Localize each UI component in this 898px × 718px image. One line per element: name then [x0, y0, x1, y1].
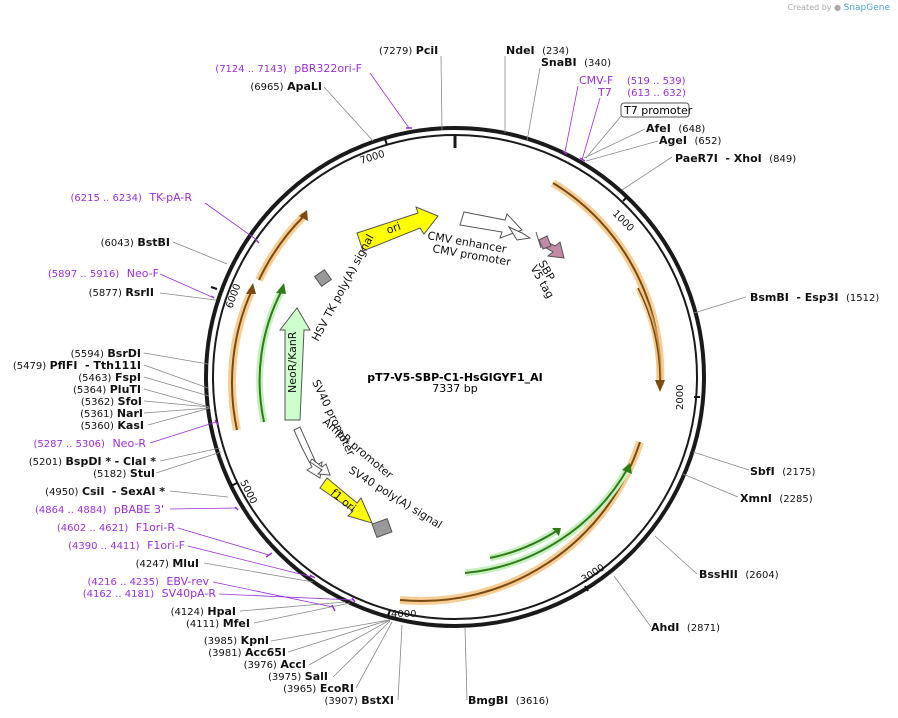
- enzyme-leaders: [143, 55, 750, 701]
- green-orf-3-halo: [256, 288, 286, 423]
- cmv-enhancer-arrow: [459, 211, 523, 239]
- v5-tag-arrow: [538, 235, 552, 250]
- enzyme-snabi: SnaBI (340): [541, 56, 611, 69]
- enzyme-sali: (3975) SalI: [268, 670, 328, 683]
- enzyme-bmgbi: BmgBI (3616): [468, 694, 549, 707]
- t7-promoter-leader: [585, 114, 623, 159]
- created-by-snapgene: Created by ● SnapGene: [787, 3, 891, 13]
- enzyme-nari: (5361) NarI: [80, 407, 143, 420]
- t7-promoter-label: T7 promoter: [623, 104, 693, 117]
- backbone-inner: [212, 134, 698, 620]
- ori-arrow: [356, 206, 439, 252]
- tick-label-7000: 7000: [359, 149, 387, 167]
- enzyme-fspi: (5463) FspI: [78, 371, 141, 384]
- sv40-polya-box: [371, 518, 393, 538]
- enzyme-hpai: (4124) HpaI: [171, 605, 236, 618]
- enzyme-ahdi: AhdI (2871): [651, 621, 720, 634]
- enzyme-rsrii: (5877) RsrII: [89, 286, 154, 299]
- cmv-promoter-arrow: [507, 225, 532, 241]
- enzyme-bsrdi: (5594) BsrDI: [71, 347, 141, 360]
- enzyme-ndei: NdeI (234): [506, 44, 569, 57]
- enzyme-pflfi-tth111i: (5479) PflFI - Tth111I: [13, 359, 141, 372]
- green-orf-1-halo: [464, 466, 632, 577]
- enzyme-bsmbi-esp3i: BsmBI - Esp3I (1512): [750, 291, 879, 304]
- orf-right-small: [637, 287, 661, 379]
- snapgene-logo-icon: ●: [834, 3, 842, 12]
- enzyme-pcii: (7279) PciI: [379, 44, 438, 57]
- plasmid-size: 7337 bp: [432, 382, 477, 395]
- sbp-cutline: [535, 231, 542, 249]
- plasmid-name: pT7-V5-SBP-C1-HsGIGYF1_AI: [367, 371, 542, 384]
- primer-pbr322ori-f: (7124 .. 7143) pBR322ori-F: [215, 62, 362, 75]
- ampr-promoter-arrow: [309, 458, 331, 476]
- primer-pbabe3: (4864 .. 4884) pBABE 3': [35, 503, 164, 516]
- neokanr-arrow: [278, 307, 311, 421]
- enzyme-xmni: XmnI (2285): [740, 492, 813, 505]
- green-orf-1: [464, 467, 629, 574]
- primer-sv40pa-r: (4162 .. 4181) SV40pA-R: [83, 587, 217, 600]
- primer-leaders: [149, 72, 601, 608]
- primer-cmv-f: CMV-F (519 .. 539): [579, 74, 686, 87]
- enzyme-bstbi: (6043) BstBI: [101, 236, 170, 249]
- tick-label-4000: 4000: [391, 609, 416, 620]
- enzyme-ecori: (3965) EcoRI: [283, 682, 354, 695]
- neokanr-label: NeoR/KanR: [286, 331, 299, 393]
- primer-t7: T7 (613 .. 632): [597, 86, 686, 99]
- orf-left-halo: [227, 288, 256, 431]
- green-orf-2-arrowhead: [552, 528, 561, 536]
- hsv-tk-label: HSV TK poly(A) signal: [309, 232, 376, 343]
- green-orf-3: [258, 289, 283, 423]
- enzyme-paer7i-xhoi: PaeR7I - XhoI (849): [675, 152, 796, 165]
- primer-tk-pa-r: (6215 .. 6234) TK-pA-R: [70, 191, 192, 204]
- orf-gigyf1-arrowhead: [655, 380, 665, 392]
- primer-f1ori-r: (4602 .. 4621) F1ori-R: [57, 521, 176, 534]
- enzyme-stui: (5182) StuI: [93, 467, 155, 480]
- primer-neo-f: (5897 .. 5916) Neo-F: [48, 267, 159, 280]
- ori-label: ori: [385, 220, 403, 237]
- f1-ori-arrow: [319, 477, 373, 524]
- green-orf-3-arrowhead: [276, 283, 286, 294]
- enzyme-sfoi: (5362) SfoI: [81, 395, 142, 408]
- green-orf-2: [489, 529, 559, 559]
- orf-left-arrowhead: [246, 283, 256, 294]
- primer-ebv-rev: (4216 .. 4235) EBV-rev: [88, 575, 210, 588]
- primer-f1ori-f: (4390 .. 4411) F1ori-F: [68, 539, 185, 552]
- enzyme-afei: AfeI (648): [646, 122, 705, 135]
- enzyme-csii-sexai: (4950) CsiI - SexAI *: [45, 485, 165, 498]
- orf-upper-left-arrowhead: [299, 210, 308, 221]
- t7-promoter-box: [620, 102, 690, 118]
- green-orfs: [256, 283, 632, 577]
- enzyme-mlui: (4247) MluI: [136, 557, 199, 570]
- enzyme-bsshii: BssHII (2604): [699, 568, 779, 581]
- tick-label-2000: 2000: [675, 385, 686, 410]
- enzyme-apali: (6965) ApaLI: [250, 80, 322, 93]
- hsv-tk-box: [313, 268, 333, 288]
- backbone-outer: [204, 126, 706, 628]
- enzyme-pluti: (5364) PluTI: [73, 383, 141, 396]
- enzyme-acci: (3976) AccI: [244, 658, 306, 671]
- enzyme-mfei: (4111) MfeI: [186, 617, 250, 630]
- enzyme-sbfi: SbfI (2175): [750, 465, 816, 478]
- enzyme-bspdi-clai: (5201) BspDI * - ClaI *: [29, 455, 156, 468]
- sv40-promoter-arrow: [293, 426, 323, 479]
- enzyme-kasi: (5360) KasI: [81, 419, 144, 432]
- green-orf-1-arrowhead: [622, 463, 632, 474]
- enzyme-agei: AgeI (652): [659, 134, 721, 147]
- orf-upper-left: [258, 214, 306, 281]
- tick-label-6000: 6000: [224, 282, 243, 310]
- primer-neo-r: (5287 .. 5306) Neo-R: [34, 437, 147, 450]
- enzyme-kpni: (3985) KpnI: [204, 634, 269, 647]
- orf-left: [230, 289, 253, 431]
- enzyme-acc65i: (3981) Acc65I: [208, 646, 286, 659]
- enzyme-bstxi: (3907) BstXI: [324, 694, 394, 707]
